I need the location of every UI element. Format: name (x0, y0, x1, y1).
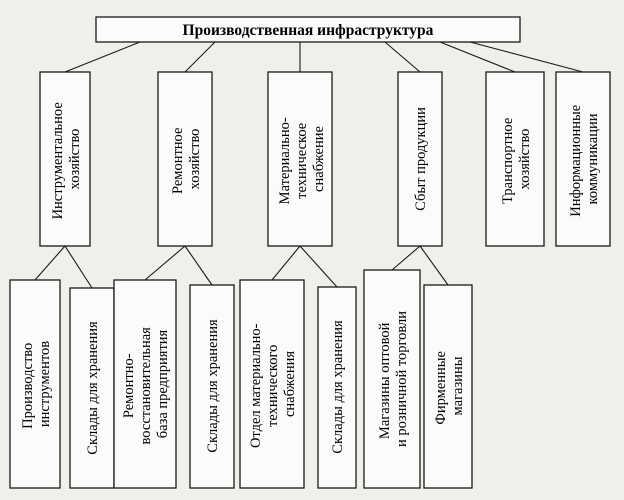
connector-line (419, 245, 449, 286)
leaf-box-repair-storage: Склады для хранения (189, 284, 235, 489)
connector-line (271, 245, 301, 281)
connector-line (34, 245, 66, 281)
connector-line (439, 41, 516, 73)
leaf-box-repair-base: Ремонтно- восстановительная база предпри… (113, 279, 177, 489)
branch-label: Ремонтное хозяйство (170, 124, 203, 194)
branch-box-information: Информационные коммуникации (555, 71, 611, 247)
leaf-label: Фирменные магазины (433, 347, 466, 424)
connector-line (184, 41, 216, 73)
branch-label: Материально- техническое снабжение (277, 114, 327, 205)
connector-line (391, 245, 421, 271)
leaf-label: Производство инструментов (20, 339, 53, 429)
connector-line (184, 245, 213, 286)
branch-box-instrumental: Инструментальное хозяйство (39, 71, 91, 247)
leaf-box-tool-production: Производство инструментов (9, 279, 61, 489)
leaf-label: Склады для хранения (85, 321, 101, 455)
leaf-label: Магазины оптовой и розничной торговли (377, 311, 410, 447)
leaf-label: Отдел материально- технического снабжени… (248, 320, 298, 448)
leaf-box-wholesale-retail-shops: Магазины оптовой и розничной торговли (363, 269, 421, 489)
connector-line (64, 41, 141, 73)
leaf-label: Склады для хранения (205, 319, 221, 453)
branch-box-transport: Транспортное хозяйство (485, 71, 545, 247)
branch-box-repair: Ремонтное хозяйство (157, 71, 213, 247)
branch-box-supply: Материально- техническое снабжение (267, 71, 333, 247)
leaf-box-brand-shops: Фирменные магазины (423, 284, 473, 489)
connector-line (64, 245, 93, 289)
leaf-label: Склады для хранения (330, 320, 346, 454)
connector-line (299, 245, 338, 288)
connector-line (144, 245, 186, 281)
branch-box-sales: Сбыт продукции (397, 71, 443, 247)
branch-label: Информационные коммуникации (568, 101, 601, 217)
branch-label: Инструментальное хозяйство (50, 99, 83, 220)
leaf-box-supply-storage: Склады для хранения (317, 286, 357, 489)
connector-line (469, 41, 584, 73)
branch-label: Сбыт продукции (413, 107, 429, 211)
root-box: Производственная инфраструктура (95, 16, 521, 43)
connector-line (384, 41, 421, 73)
leaf-box-supply-department: Отдел материально- технического снабжени… (239, 279, 305, 489)
leaf-box-tool-storage: Склады для хранения (69, 287, 115, 489)
branch-label: Транспортное хозяйство (500, 114, 533, 204)
connector-lines (34, 41, 584, 289)
root-label: Производственная инфраструктура (183, 22, 434, 39)
leaf-label: Ремонтно- восстановительная база предпри… (121, 324, 171, 445)
